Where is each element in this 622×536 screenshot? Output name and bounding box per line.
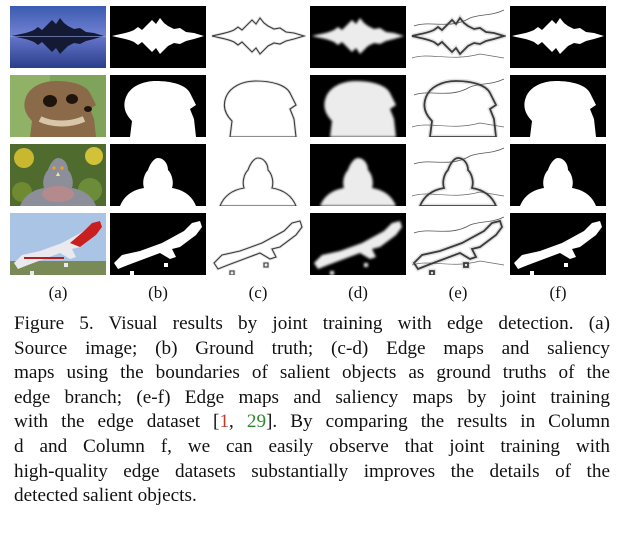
airplane-saliency-map-d (310, 213, 406, 275)
meerkat-edge-map-e (410, 75, 506, 137)
meerkat-saliency-map-f (510, 75, 606, 137)
pigeon-saliency-map-f (510, 144, 606, 206)
column-label-f: (f) (549, 283, 567, 302)
column-label-d: (d) (348, 283, 368, 302)
caption-line-5: with the edge dataset [1, 29]. By compar… (14, 410, 610, 435)
column-label-b: (b) (148, 283, 168, 302)
caption-line-6: d and Column f, we can easily observe th… (14, 435, 610, 457)
citation-separator: , (229, 411, 247, 433)
column-label-a: (a) (48, 283, 68, 302)
pigeon-ground-truth-b (110, 144, 206, 206)
caption-line-5-start: with the edge dataset [ (14, 411, 220, 433)
pigeon-saliency-map-d (310, 144, 406, 206)
caption-line-7: high-quality edge datasets substantially… (14, 460, 610, 482)
meerkat-edge-map-c (210, 75, 306, 137)
airplane-saliency-map-f (510, 213, 606, 275)
meerkat-ground-truth-b (110, 75, 206, 137)
lake-island-ground-truth-b (110, 6, 206, 68)
lake-island-saliency-map-f (510, 6, 606, 68)
meerkat-saliency-map-d (310, 75, 406, 137)
airplane-source-a (10, 213, 106, 275)
column-label-e: (e) (448, 283, 468, 302)
caption-line-2: Source image; (b) Ground truth; (c-d) Ed… (14, 337, 610, 359)
figure-caption: Figure 5. Visual results by joint traini… (14, 312, 610, 509)
airplane-edge-map-e (410, 213, 506, 275)
airplane-edge-map-c (210, 213, 306, 275)
lake-island-edge-map-e (410, 6, 506, 68)
citation-1-link[interactable]: 1 (219, 411, 230, 433)
caption-line-3: maps using the boundaries of salient obj… (14, 362, 610, 384)
pigeon-edge-map-c (210, 144, 306, 206)
pigeon-edge-map-e (410, 144, 506, 206)
lake-island-source-a (10, 6, 106, 68)
meerkat-source-a (10, 75, 106, 137)
citation-29-link[interactable]: 29 (246, 411, 267, 433)
caption-line-4: edge branch; (e-f) Edge maps and salienc… (14, 386, 610, 408)
lake-island-edge-map-c (210, 6, 306, 68)
caption-line-8: detected salient objects. (14, 485, 197, 507)
airplane-ground-truth-b (110, 213, 206, 275)
column-label-c: (c) (248, 283, 268, 302)
lake-island-saliency-map-d (310, 6, 406, 68)
pigeon-source-a (10, 144, 106, 206)
caption-line-5-end: ]. By comparing the results in Column (266, 411, 610, 433)
caption-line-1: Figure 5. Visual results by joint traini… (14, 313, 610, 334)
